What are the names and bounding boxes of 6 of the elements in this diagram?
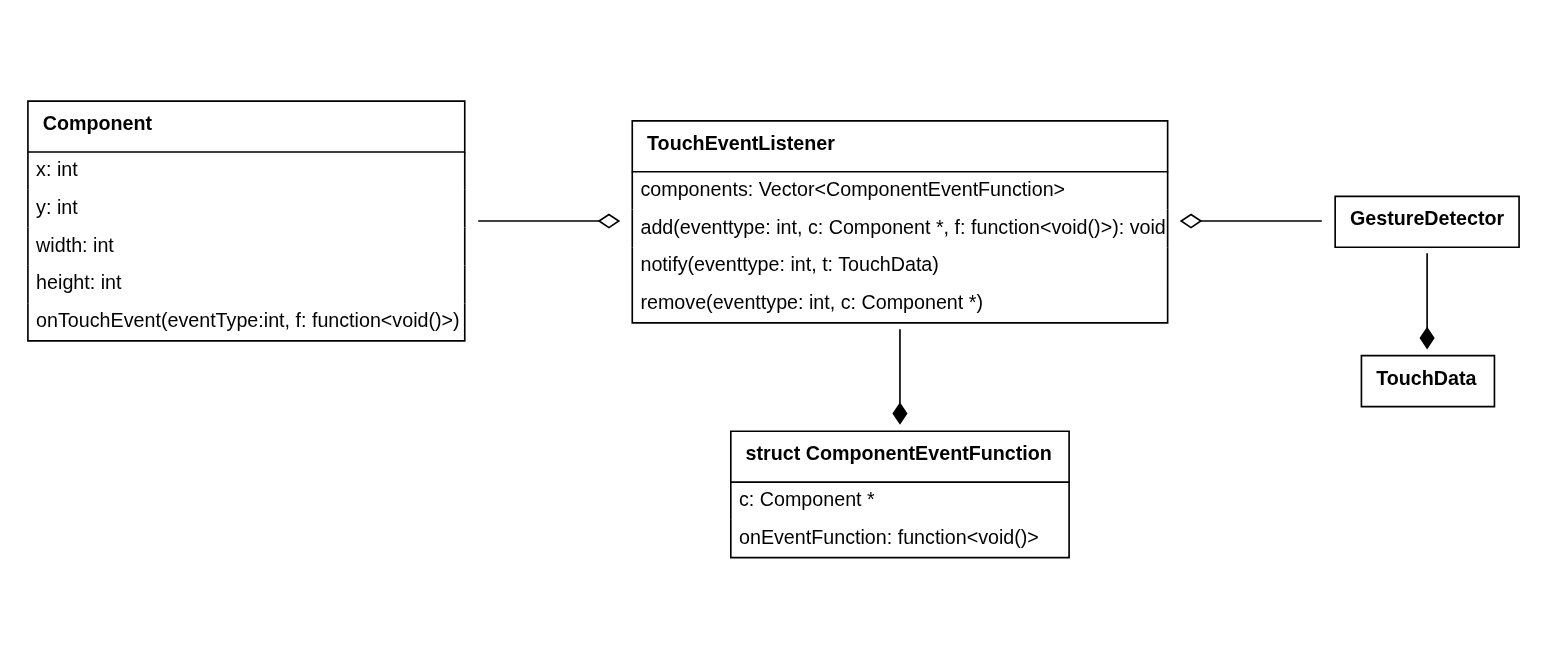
connector xyxy=(1419,252,1435,350)
node-box: TouchData xyxy=(1360,354,1496,408)
connector xyxy=(892,328,908,425)
connector xyxy=(1179,213,1323,229)
node-box: GestureDetector xyxy=(1334,195,1520,249)
connector xyxy=(477,213,621,229)
